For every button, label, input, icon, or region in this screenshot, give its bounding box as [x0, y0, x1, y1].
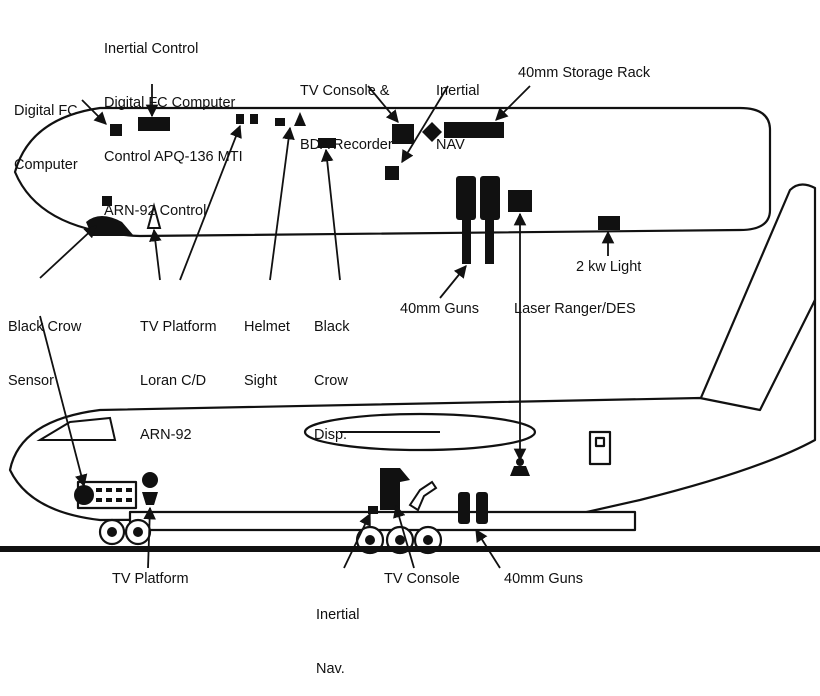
- tv-platform-seat: [142, 472, 158, 488]
- cargo-floor: [130, 512, 635, 530]
- helmet-sight-block: [275, 118, 285, 126]
- gun-top-1: [456, 176, 476, 220]
- label-40mm-guns-bottom: 40mm Guns: [504, 570, 583, 588]
- label-helmet-sight: Helmet Sight: [244, 282, 290, 408]
- label-black-crow-disp: Black Crow Disp.: [314, 282, 349, 462]
- aircraft-equipment-diagram: Inertial Control Digital FC Computer Con…: [0, 0, 820, 606]
- label-tv-console-bda: TV Console & BDA Recorder: [300, 46, 393, 172]
- aircraft-side-view: [0, 184, 820, 553]
- label-digital-fc: Digital FC Computer: [14, 66, 78, 192]
- label-laser-ranger: Laser Ranger/DES: [514, 300, 636, 318]
- side-door: [590, 432, 610, 464]
- label-tv-console-bottom: TV Console: [384, 570, 460, 588]
- label-inertial-nav-bottom: Inertial Nav.: [316, 570, 360, 696]
- label-40mm-guns-top: 40mm Guns: [400, 300, 479, 318]
- door-window: [596, 438, 604, 446]
- label-tv-platform-loran: TV Platform Loran C/D ARN-92: [140, 282, 217, 462]
- gun-bottom-1: [458, 492, 470, 524]
- tv-console-bda-block: [392, 124, 414, 144]
- gun-bottom-2: [476, 492, 488, 524]
- label-inertial-nav-top: Inertial NAV: [436, 46, 480, 172]
- light-2kw-block: [598, 216, 620, 230]
- label-black-crow-sensor: Black Crow Sensor: [8, 282, 81, 408]
- laser-ranger-block: [508, 190, 532, 212]
- label-2kw-light: 2 kw Light: [576, 258, 641, 276]
- gun-top-2: [480, 176, 500, 220]
- label-storage-rack: 40mm Storage Rack: [518, 64, 650, 82]
- label-tv-platform-bottom: TV Platform: [112, 570, 189, 588]
- label-inertial-stack: Inertial Control Digital FC Computer Con…: [104, 4, 243, 238]
